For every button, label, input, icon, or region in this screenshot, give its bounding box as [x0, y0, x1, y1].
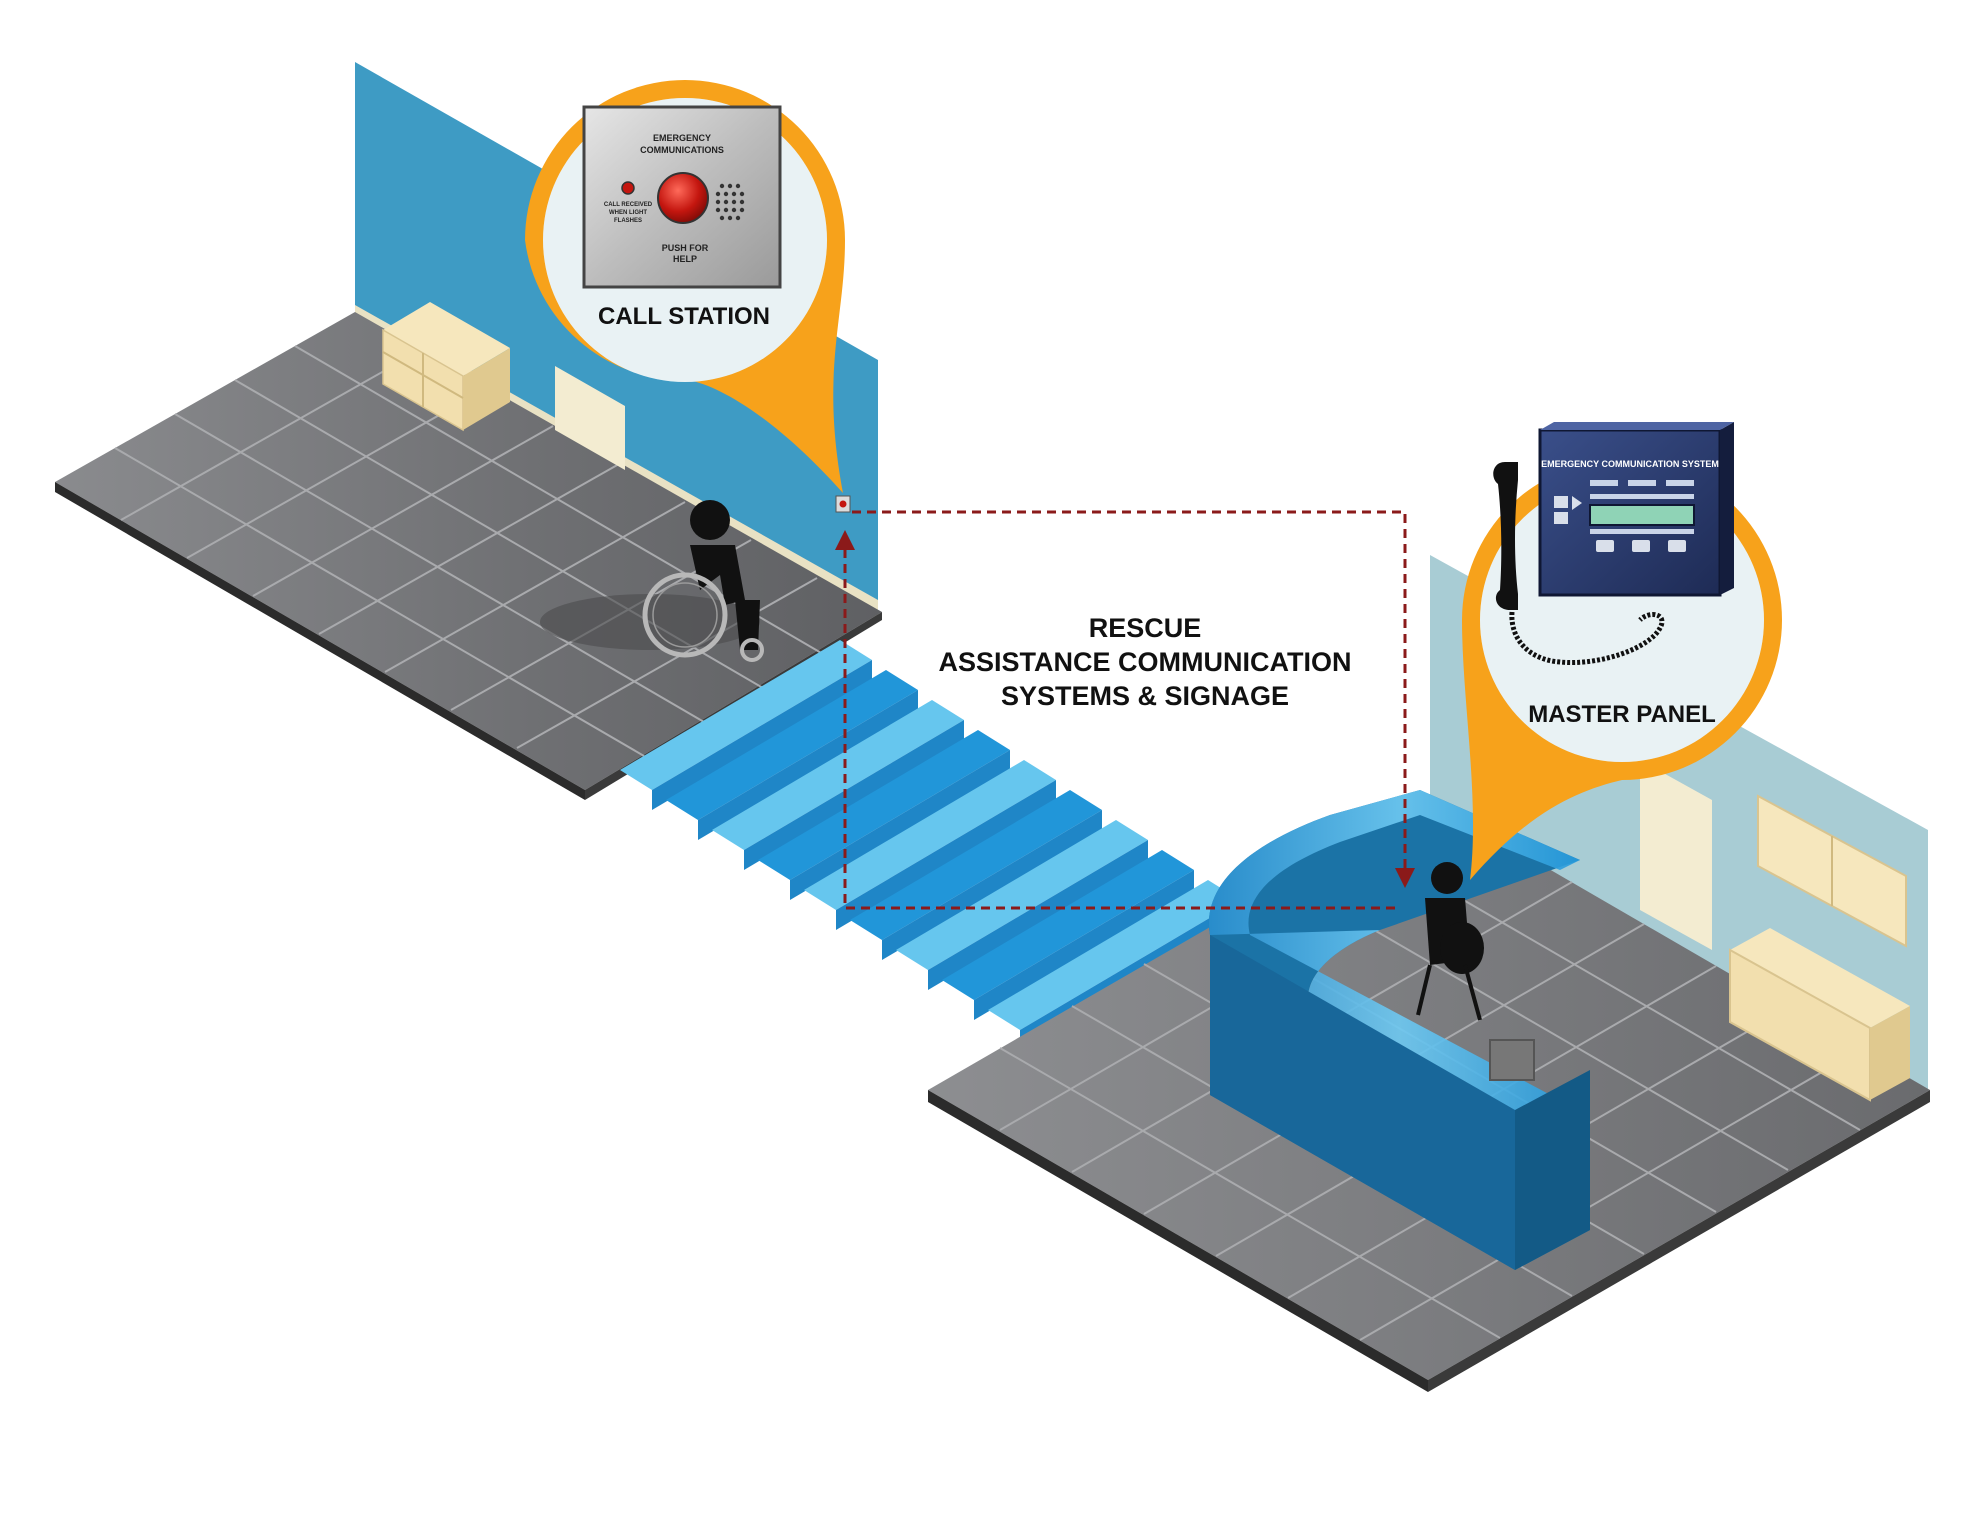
plate-title-1: EMERGENCY: [653, 133, 711, 143]
light-text-3: FLASHES: [614, 218, 642, 224]
light-text-1: CALL RECEIVED: [604, 202, 653, 208]
center-label-line3: SYSTEMS & SIGNAGE: [1001, 681, 1289, 711]
center-label-line2: ASSISTANCE COMMUNICATION: [939, 647, 1352, 677]
desk-monitor: [1490, 1040, 1534, 1080]
button-text-1: PUSH FOR: [662, 243, 709, 253]
light-text-2: WHEN LIGHT: [609, 210, 647, 216]
master-panel-caption: MASTER PANEL: [1528, 701, 1716, 728]
button-text-2: HELP: [673, 254, 697, 264]
call-station-caption: CALL STATION: [598, 303, 770, 330]
panel-key-2: [1632, 540, 1650, 552]
panel-display: [1590, 505, 1694, 525]
center-label: RESCUE ASSISTANCE COMMUNICATION SYSTEMS …: [939, 613, 1352, 711]
panel-key-1: [1596, 540, 1614, 552]
panel-up-key: [1554, 496, 1568, 508]
panel-title: EMERGENCY COMMUNICATION SYSTEM: [1541, 459, 1719, 469]
call-received-light: [622, 182, 634, 194]
panel-key-3: [1668, 540, 1686, 552]
center-label-line1: RESCUE: [1089, 613, 1202, 643]
plate-title-2: COMMUNICATIONS: [640, 145, 724, 155]
panel-down-key: [1554, 512, 1568, 524]
push-for-help-button: [658, 173, 708, 223]
call-station-plate: EMERGENCY COMMUNICATIONS CALL RECEIVED W…: [584, 107, 780, 287]
